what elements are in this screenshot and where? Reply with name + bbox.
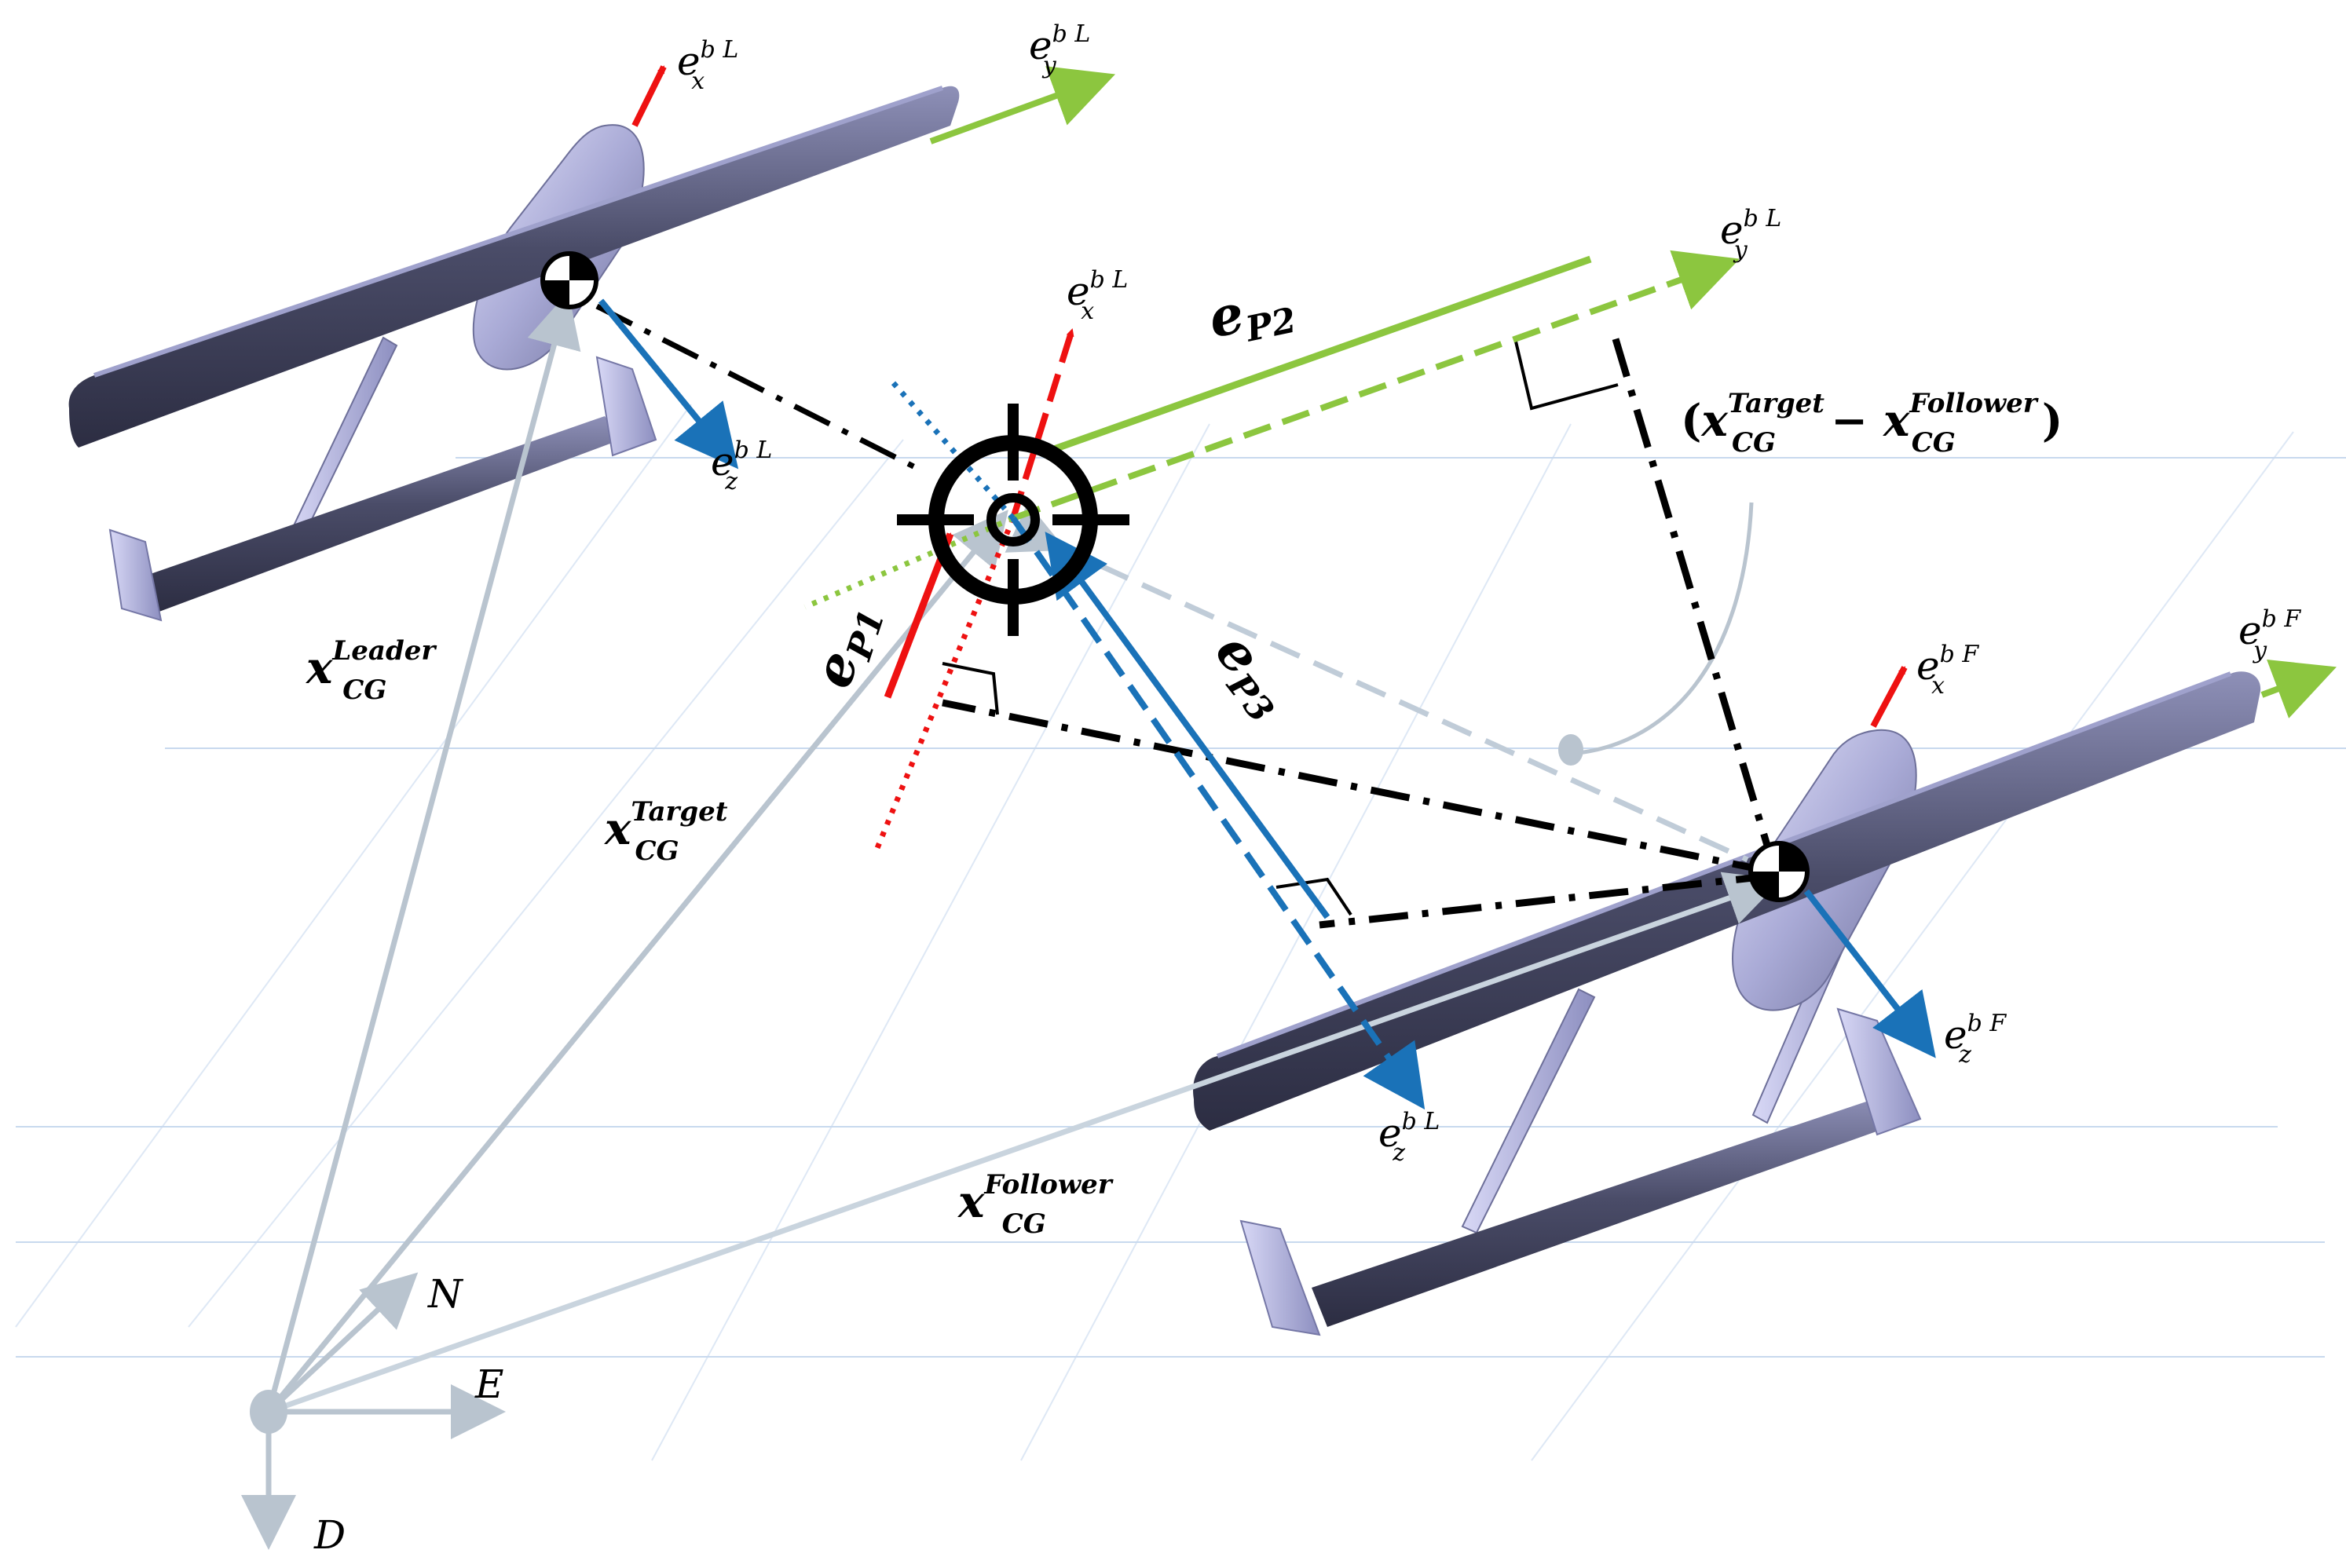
- leader-ey-arrow: [929, 66, 1116, 144]
- diff-callout-dot: [1558, 734, 1583, 766]
- follower-ez-arrow: [1803, 889, 1936, 1058]
- leader-cg-icon: [540, 251, 598, 309]
- dash-dot-connectors: [595, 303, 1779, 929]
- grid-line: [1531, 431, 2294, 1461]
- target-ey-dashed-arrow: [1012, 250, 1740, 521]
- follower-tailplane: [1312, 1095, 1901, 1327]
- right-angle-p2: [1514, 341, 1619, 411]
- ned-frame: [241, 1272, 506, 1550]
- follower-to-p2-foot: [1610, 332, 1779, 873]
- position-vectors: [265, 291, 1782, 1415]
- right-angle-p1: [942, 662, 999, 715]
- follower-ey-arrow: [2260, 660, 2337, 718]
- target-to-follower-dashed: [1005, 502, 1749, 863]
- follower-wing-edge-highlight: [1216, 671, 2232, 1058]
- diff-callout-curve: [1570, 502, 1754, 756]
- ep2-line: [1039, 255, 1592, 458]
- target-ex-dotted-line: [873, 517, 1016, 853]
- follower-ex-arrow-shaft: [1870, 666, 1908, 728]
- follower-to-p1-foot: [942, 699, 1772, 875]
- leader-ez-arrow: [598, 298, 739, 470]
- ep3-label: eP3: [1198, 621, 1304, 729]
- ep1-label: eP1: [801, 596, 893, 697]
- follower-to-p3-foot: [1319, 872, 1776, 929]
- leader-main-wing: [68, 86, 960, 448]
- grid-line: [1020, 423, 1572, 1461]
- ep3-arrow: [1045, 532, 1330, 919]
- ned-labels: N E D: [313, 1271, 504, 1558]
- leader-wing-edge-highlight: [93, 86, 943, 378]
- north-axis: [266, 1272, 419, 1414]
- target-ez-dashed-arrow: [1010, 516, 1426, 1110]
- grid-line: [188, 439, 904, 1328]
- leader-right-fin: [595, 356, 657, 457]
- north-label: N: [427, 1271, 464, 1317]
- leader-aircraft: [68, 86, 960, 622]
- leader-ex-arrow: [631, 65, 667, 127]
- leader-left-fin: [108, 528, 163, 622]
- leader-body-axes: [598, 65, 1116, 470]
- right-angle-p3: [1275, 877, 1352, 916]
- target-ey-dotted-line: [803, 515, 1015, 610]
- target-crosshair-icon: [897, 404, 1129, 636]
- x-target-vector: [266, 510, 1008, 1414]
- follower-cg-icon: [1748, 841, 1810, 902]
- down-label: D: [313, 1512, 346, 1558]
- leader-tailplane: [141, 416, 620, 612]
- follower-left-fin: [1239, 1219, 1321, 1336]
- leader-to-target-line: [595, 303, 924, 474]
- follower-vertical-strut: [1461, 988, 1596, 1234]
- x-leader-vector: [265, 291, 581, 1413]
- follower-right-fin: [1836, 1007, 1922, 1136]
- right-angle-markers: [942, 341, 1619, 916]
- ground-grid: [15, 404, 2346, 1461]
- grid-line: [651, 423, 1210, 1461]
- target-ez-dotted-line: [889, 378, 1016, 521]
- grid-line: [15, 404, 692, 1328]
- origin-dot: [250, 1390, 287, 1434]
- target-ex-dashed-arrow: [1010, 328, 1075, 520]
- east-label: E: [474, 1361, 504, 1407]
- x-follower-vector: [267, 872, 1782, 1415]
- target-frame-axes: [803, 250, 1740, 1110]
- ep2-label: eP2: [1203, 272, 1300, 356]
